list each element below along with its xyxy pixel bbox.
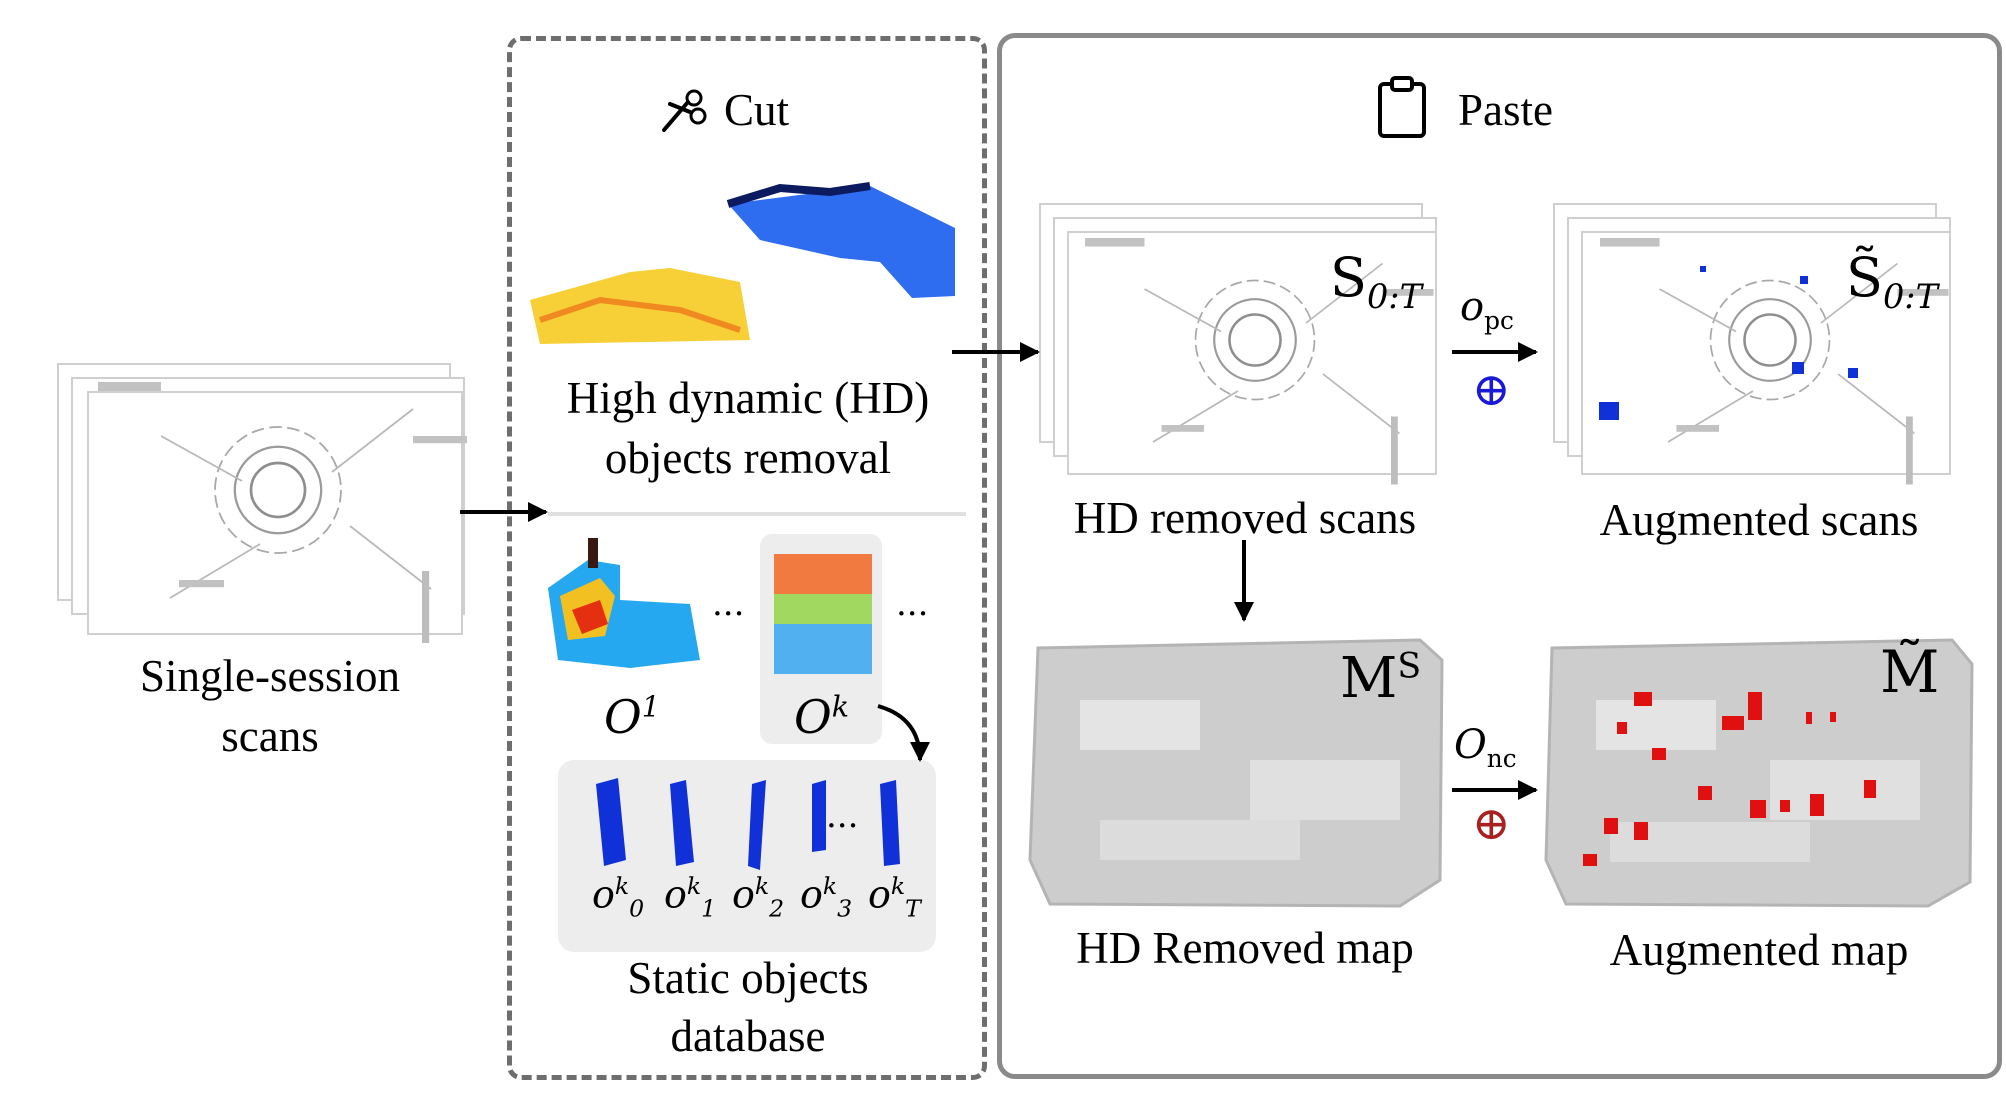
hd-removed-map (1028, 638, 1444, 908)
op-nc-label: Onc (1454, 722, 1517, 773)
augmented-map-label: Augmented map (1609, 925, 1909, 975)
instance-0-symbol: ok0 (592, 872, 645, 923)
hd-removed-scans (1039, 203, 1437, 486)
augmented-scans-label: Augmented scans (1599, 495, 1919, 545)
op-pc-symbol: ⊕ (1472, 362, 1511, 416)
paste-panel (997, 33, 2002, 1079)
input-scans (57, 363, 469, 645)
hd-scans-label: HD removed scans (1073, 493, 1417, 543)
object-1-cloud (548, 538, 700, 668)
hd-removal-line1: High dynamic (HD) (566, 373, 930, 423)
object-ellipsis-2: ... (896, 584, 929, 624)
augmented-scans-symbol: S̃0:T (1846, 246, 1938, 316)
instance-2-symbol: ok2 (732, 872, 785, 923)
hd-removal-line2: objects removal (604, 433, 892, 483)
database-label-line1: Static objects (627, 953, 869, 1003)
clipboard-icon (1374, 76, 1430, 140)
hd-objects-cloud (530, 182, 955, 344)
object-k-symbol: Ok (794, 690, 849, 744)
op-pc-label: opc (1460, 284, 1514, 335)
augmented-map-symbol: M̃ (1880, 638, 1940, 706)
input-label-line2: scans (221, 711, 319, 761)
op-nc-symbol: ⊕ (1472, 796, 1511, 850)
scissors-icon (656, 84, 710, 138)
object-1-symbol: O1 (604, 690, 660, 744)
object-ellipsis-1: ... (712, 584, 745, 624)
cut-divider (548, 512, 966, 516)
map-symbol: MS (1340, 646, 1422, 711)
instances-ellipsis: ... (826, 796, 859, 836)
instance-1-symbol: ok1 (664, 872, 717, 923)
cut-title: Cut (724, 85, 790, 135)
database-label-line2: database (670, 1011, 826, 1061)
paste-title: Paste (1458, 85, 1553, 135)
augmented-scans (1553, 203, 1951, 486)
hd-map-label: HD Removed map (1076, 923, 1414, 973)
object-instances (596, 778, 900, 870)
scans-symbol: S0:T (1330, 246, 1422, 316)
instance-3-symbol: ok3 (800, 872, 853, 923)
input-label-line1: Single-session (139, 651, 400, 701)
augmented-map (1544, 638, 1974, 908)
object-k-cloud (774, 554, 872, 674)
instance-t-symbol: okT (868, 872, 921, 923)
cut-panel (507, 36, 987, 1080)
